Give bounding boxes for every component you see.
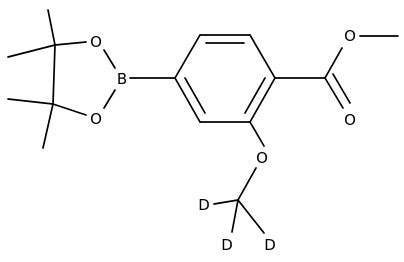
atom-label-o-ring-bottom: O [90,110,102,128]
atom-label-o-ester: O [344,27,356,45]
atom-label-d-left: D [198,196,210,214]
trideuteromethoxy-group [213,121,265,234]
bond-c-d-bottom [231,199,239,233]
bond-methyl-2 [7,44,56,58]
ring-bond-3 [249,34,276,79]
bond-c-d-right [237,199,265,234]
methyl-ester-group [274,35,399,109]
bond-o-b-bottom [103,89,116,109]
pinacol-boronate-group [7,9,176,149]
bond-carbonyl-double-1 [324,77,344,109]
atom-label-o-methoxy: O [256,149,268,167]
bond-methyl-3 [7,98,54,105]
bond-o-b-top [103,49,116,69]
bond-carbonyl-double-2 [332,73,351,104]
ring-inner-double-3 [184,77,206,114]
ring-bond-4 [249,77,276,123]
atom-label-d-bottom: D [221,236,233,254]
ring-bond-6 [174,77,201,123]
atom-label-o-carbonyl: O [344,111,356,129]
ring-inner-double-2 [244,77,266,114]
bond-c-o-top [54,41,87,46]
atom-labels: O O B O O O D D D [90,27,356,254]
atom-label-o-ring-top: O [90,33,102,51]
bond-methyl-1 [47,9,56,46]
bond-methyl-4 [42,103,54,149]
bond-o-cd3 [237,167,257,201]
ring-bond-1 [174,34,201,79]
bond-c-o-bottom [52,103,87,116]
atom-label-boron: B [117,70,127,88]
bond-aryl-o-methoxy [249,121,265,147]
benzene-ring [174,34,276,123]
bond-c-c-ring [52,44,56,105]
bond-carbonyl-ester-o [324,47,343,79]
bond-c-d-left [213,199,239,205]
atom-label-d-right: D [264,236,276,254]
